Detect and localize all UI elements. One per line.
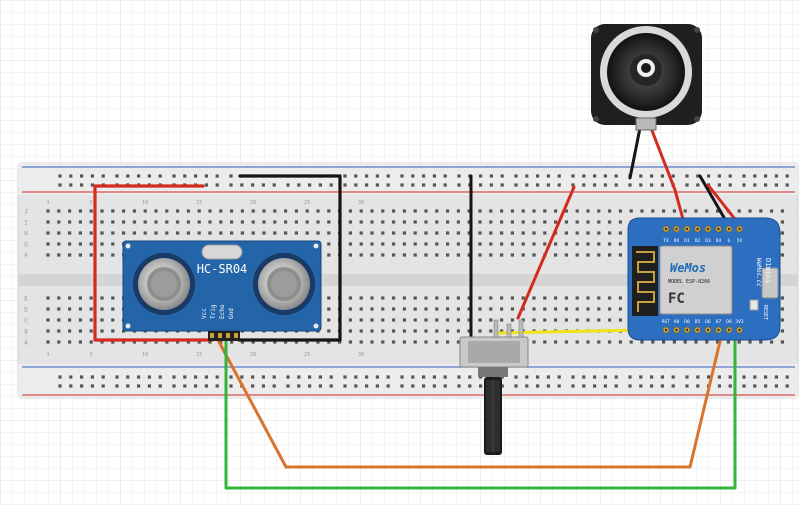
wire-red-pot <box>516 185 576 320</box>
board-pin-label: D3 <box>705 238 711 244</box>
board-pin-label: D7 <box>716 319 722 325</box>
speaker <box>591 24 702 131</box>
sensor-pin-header <box>208 331 240 341</box>
module-brand: WeMos <box>670 261 706 275</box>
board-pin-label: D5 <box>695 319 701 325</box>
pin-label-vcc: Vcc <box>201 308 208 319</box>
board-pin-label: G <box>728 238 731 244</box>
board-pin-label: TX <box>663 238 669 244</box>
reset-button[interactable] <box>749 299 759 311</box>
row-letter: F <box>24 253 28 260</box>
crystal-oscillator <box>201 244 243 260</box>
column-number: 1 <box>46 200 49 206</box>
hc-sr04-sensor[interactable]: HC-SR04 Vcc Trig Echo Gnd <box>122 240 322 341</box>
pin-label-trig: Trig <box>210 304 217 319</box>
column-number: 5 <box>90 352 93 358</box>
transducer-left <box>133 253 195 315</box>
row-letter: J <box>24 209 28 216</box>
column-number: 30 <box>358 200 365 206</box>
potentiometer[interactable] <box>459 319 529 455</box>
wire-orange-trig <box>216 331 724 469</box>
board-pin-label: RX <box>674 238 680 244</box>
module-model: MODEL ESP-8266 <box>668 279 710 285</box>
bottom-power-rail <box>18 364 798 398</box>
usb-port <box>761 267 779 299</box>
column-number: 15 <box>196 352 203 358</box>
fcc-mark: FC <box>668 291 685 307</box>
column-number: 25 <box>304 352 311 358</box>
board-pin-label: 3V3 <box>735 319 743 325</box>
wire-black-speaker <box>628 126 642 180</box>
row-letter: H <box>24 231 28 238</box>
board-pin-label: D2 <box>695 238 701 244</box>
board-name: D1mini <box>764 258 772 283</box>
board-brand-url: WeMos.cc <box>755 258 762 287</box>
column-number: 10 <box>142 352 149 358</box>
speaker-terminals <box>635 117 657 131</box>
column-number: 1 <box>46 352 49 358</box>
top-power-rail <box>18 163 798 195</box>
row-letter: E <box>24 296 28 303</box>
row-letter: G <box>24 242 28 249</box>
board-pin-label: D8 <box>726 319 732 325</box>
board-pin-label: D1 <box>684 238 690 244</box>
reset-label: RESET <box>762 305 768 320</box>
board-pin-label: RST <box>662 319 670 325</box>
row-letter: C <box>24 318 28 325</box>
column-number: 20 <box>250 352 257 358</box>
row-letter: I <box>24 220 28 227</box>
column-number: 10 <box>142 200 149 206</box>
esp8266-module <box>659 245 733 315</box>
row-letter: B <box>24 329 28 336</box>
column-number: 5 <box>90 200 93 206</box>
transducer-right <box>253 253 315 315</box>
board-pin-label: A0 <box>674 319 680 325</box>
board-pin-label: D6 <box>705 319 711 325</box>
board-pin-label: D4 <box>716 238 722 244</box>
column-number: 20 <box>250 200 257 206</box>
row-letter: D <box>24 307 28 314</box>
row-letter: A <box>24 340 28 347</box>
column-number: 15 <box>196 200 203 206</box>
pin-label-gnd: Gnd <box>228 308 235 319</box>
pin-label-echo: Echo <box>219 304 226 319</box>
column-number: 25 <box>304 200 311 206</box>
sensor-label: HC-SR04 <box>197 262 248 276</box>
board-pin-label: 5V <box>737 238 743 244</box>
wire-green-echo <box>224 331 737 490</box>
wire-black-gnd <box>237 174 342 342</box>
wire-red-vcc <box>93 184 214 342</box>
wires <box>93 126 744 490</box>
board-pin-label: D0 <box>684 319 690 325</box>
column-number: 30 <box>358 352 365 358</box>
